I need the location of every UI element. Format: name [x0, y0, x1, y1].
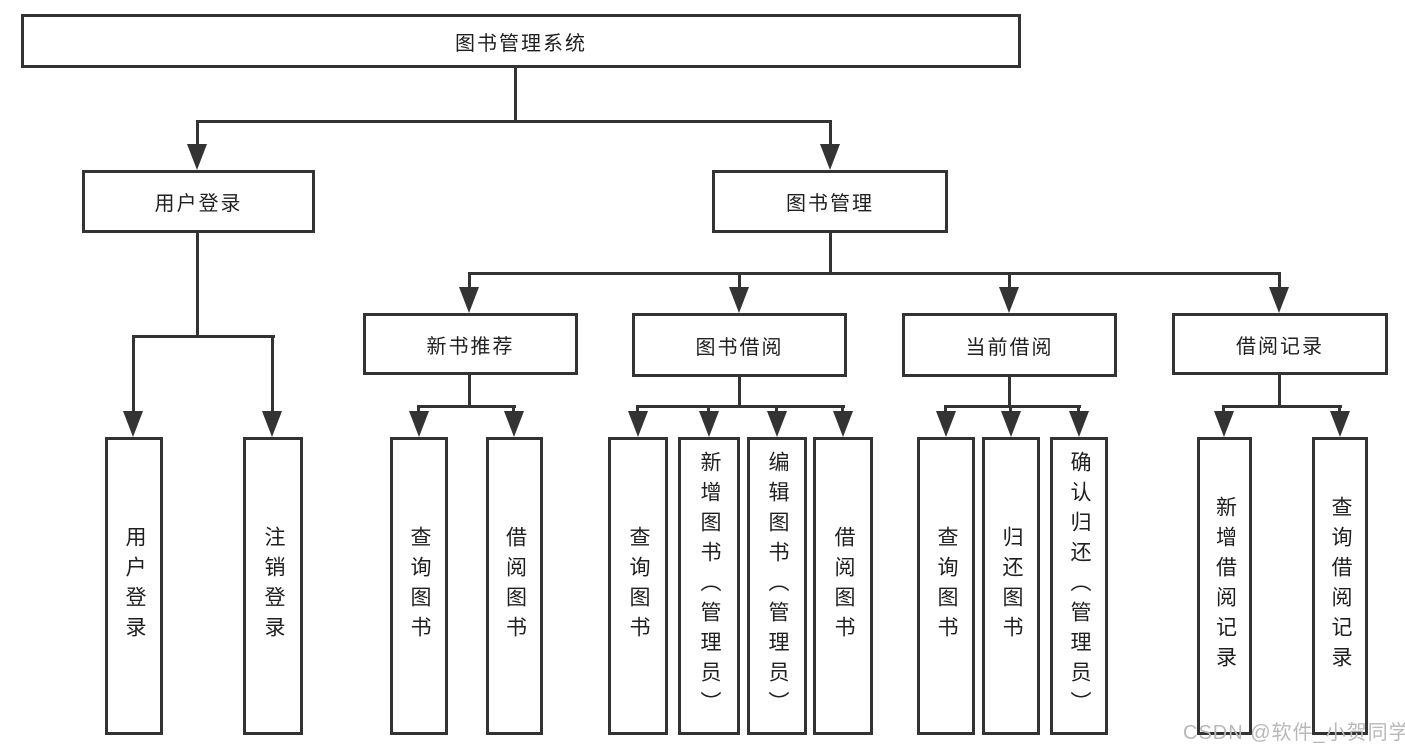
node-leaf-confirm-return-admin: 确认归还（管理员）: [1050, 437, 1108, 735]
node-leaf-query-books-borrow: 查询图书: [608, 437, 668, 735]
node-leaf-borrow-books-recommend: 借阅图书: [486, 437, 543, 735]
connector-drop-leaf: [1077, 405, 1080, 413]
node-library-management-system: 图书管理系统: [21, 14, 1021, 68]
connector-records-hline: [1222, 405, 1342, 408]
node-leaf-user-login: 用户登录: [105, 437, 163, 735]
node-book-management-branch: 图书管理: [712, 170, 948, 233]
connector-user-login-hline: [132, 335, 275, 338]
node-label: 查询借阅记录: [1329, 496, 1353, 676]
arrowhead-leaf: [936, 411, 956, 437]
connector-level1-hline: [196, 120, 832, 123]
node-leaf-borrow-books: 借阅图书: [813, 437, 873, 735]
node-label: 图书管理系统: [455, 32, 587, 55]
connector-drop-logout-leaf: [271, 335, 274, 415]
node-user-login-branch: 用户登录: [82, 170, 315, 233]
node-label: 新增借阅记录: [1213, 496, 1237, 676]
connector-drop-new-book-group: [468, 272, 471, 292]
connector-book-borrow-stem: [738, 375, 741, 408]
connector-drop-leaf: [636, 405, 639, 413]
node-label: 归还图书: [1000, 526, 1024, 646]
connector-root-stem: [514, 68, 517, 121]
arrowhead-leaf: [504, 411, 524, 437]
connector-records-stem: [1278, 375, 1281, 408]
connector-drop-leaf: [707, 405, 710, 413]
node-label: 借阅图书: [832, 526, 856, 646]
node-borrowing-records: 借阅记录: [1172, 313, 1388, 375]
arrowhead-logout-leaf: [262, 411, 282, 437]
node-label: 新增图书（管理员）: [698, 451, 722, 721]
node-label: 图书借阅: [695, 336, 784, 359]
csdn-watermark: CSDN @软件_小贺同学: [1183, 722, 1405, 744]
connector-drop-login-leaf: [132, 335, 135, 415]
node-new-book-recommendation: 新书推荐: [363, 313, 578, 375]
node-label: 用户登录: [123, 526, 147, 646]
node-label: 查询图书: [935, 526, 959, 646]
arrowhead-new-book-group: [459, 287, 479, 313]
connector-drop-borrow-group: [738, 272, 741, 292]
node-label: 用户登录: [154, 193, 243, 215]
node-label: 查询图书: [408, 526, 432, 646]
connector-new-book-stem: [468, 375, 471, 408]
arrowhead-leaf: [1001, 411, 1021, 437]
node-label: 查询图书: [627, 526, 651, 646]
arrowhead-records-group: [1269, 287, 1289, 313]
arrowhead-leaf: [699, 411, 719, 437]
node-label: 图书管理: [786, 193, 874, 215]
connector-drop-leaf: [1338, 405, 1341, 413]
arrowhead-leaf: [833, 411, 853, 437]
arrowhead-leaf: [409, 411, 429, 437]
node-leaf-return-books: 归还图书: [982, 437, 1040, 735]
arrowhead-leaf: [1214, 411, 1234, 437]
node-leaf-add-books-admin: 新增图书（管理员）: [678, 437, 740, 735]
arrowhead-leaf: [767, 411, 787, 437]
node-leaf-query-borrow-record: 查询借阅记录: [1312, 437, 1368, 735]
connector-book-management-stem: [829, 233, 832, 275]
connector-drop-leaf: [512, 405, 515, 413]
arrowhead-leaf: [1330, 411, 1350, 437]
arrowhead-leaf: [628, 411, 648, 437]
connector-drop-leaf: [775, 405, 778, 413]
connector-drop-user-login: [196, 120, 199, 148]
connector-book-borrow-hline: [636, 405, 845, 408]
node-label: 当前借阅: [965, 336, 1054, 359]
arrowhead-borrow-group: [729, 287, 749, 313]
connector-user-login-stem: [196, 233, 199, 335]
node-leaf-query-books-current: 查询图书: [917, 437, 975, 735]
connector-drop-leaf: [1222, 405, 1225, 413]
node-leaf-edit-books-admin: 编辑图书（管理员）: [747, 437, 807, 735]
connector-drop-leaf: [841, 405, 844, 413]
connector-drop-leaf: [417, 405, 420, 413]
connector-new-book-hline: [417, 405, 516, 408]
arrowhead-leaf: [1069, 411, 1089, 437]
node-book-borrowing: 图书借阅: [632, 313, 847, 377]
connector-drop-leaf: [1009, 405, 1012, 413]
node-leaf-logout: 注销登录: [243, 437, 303, 735]
connector-drop-book-management: [829, 120, 832, 148]
connector-drop-current-group: [1008, 272, 1011, 292]
arrowhead-login-leaf: [123, 411, 143, 437]
connector-drop-records-group: [1278, 272, 1281, 292]
connector-groups-hline: [468, 272, 1281, 275]
node-leaf-query-books-recommend: 查询图书: [390, 437, 448, 735]
node-label: 借阅记录: [1236, 335, 1324, 358]
connector-drop-leaf: [944, 405, 947, 413]
arrowhead-book-management: [820, 144, 840, 170]
arrowhead-user-login: [187, 144, 207, 170]
node-label: 确认归还（管理员）: [1068, 451, 1092, 721]
node-label: 借阅图书: [503, 526, 527, 646]
node-leaf-add-borrow-record: 新增借阅记录: [1197, 437, 1252, 735]
node-label: 注销登录: [262, 526, 286, 646]
connector-current-borrow-stem: [1008, 375, 1011, 408]
arrowhead-current-group: [999, 287, 1019, 313]
connector-current-borrow-hline: [944, 405, 1081, 408]
node-label: 新书推荐: [426, 335, 515, 358]
node-label: 编辑图书（管理员）: [766, 451, 790, 721]
node-current-borrowing: 当前借阅: [902, 313, 1117, 377]
